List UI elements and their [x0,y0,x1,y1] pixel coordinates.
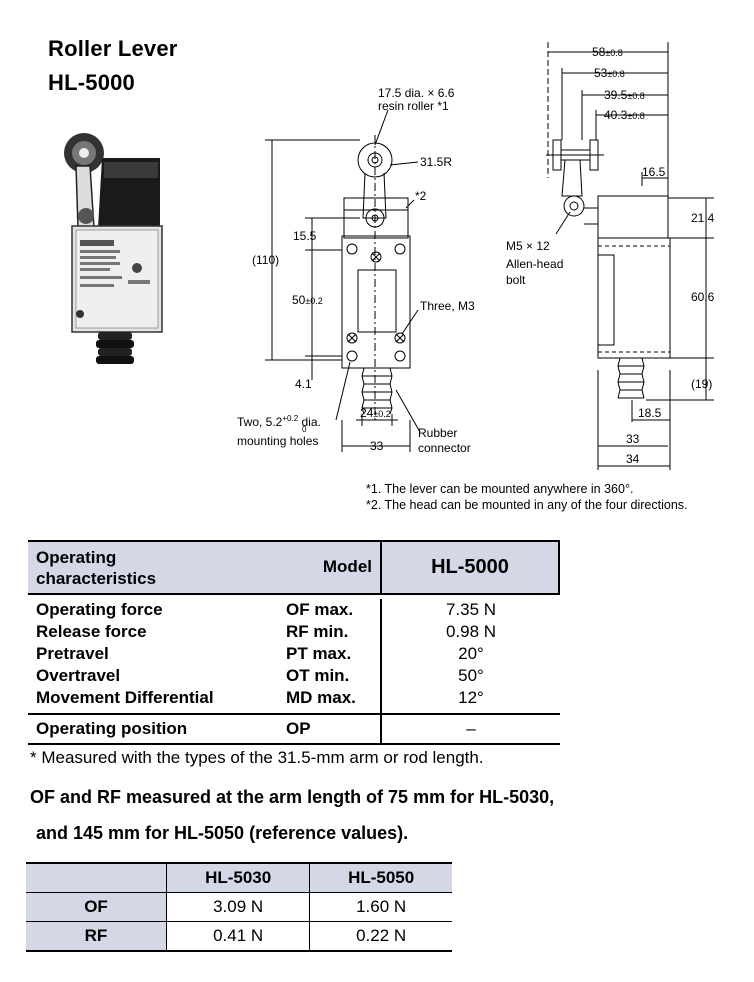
dim-16-5: 16.5 [642,165,666,179]
dim-110: (110) [252,253,279,267]
row-label: RF [26,921,167,952]
dim-50: 50±0.2 [292,293,323,307]
table-row: Pretravel PT max. 20° [36,643,484,665]
photo-rubber-connector [96,332,134,364]
header-label: Operating characteristics [36,548,157,588]
dim-40-3: 40.3±0.8 [604,108,645,122]
dim-33-side: 33 [626,432,640,446]
product-title: Roller Lever [48,36,178,61]
side-body [597,237,671,359]
dim-33-front: 33 [370,439,384,453]
table-row: Operating force OF max. 7.35 N [36,599,497,621]
footnote-1: *1. The lever can be mounted anywhere in… [366,482,634,496]
dim-19: (19) [691,377,712,391]
roller-label-1: 17.5 dia. × 6.6 [378,86,455,100]
dim-18-5: 18.5 [638,406,662,420]
holes-label: Two, 5.2+0.2 dia. [237,414,321,429]
rubber-label-2: connector [418,441,471,455]
table-header: Operating characteristics Model HL-5000 [28,542,560,595]
table-cell: 0.41 N [165,921,311,952]
dim-24: 24±0.2 [360,406,391,420]
reference-note-1: OF and RF measured at the arm length of … [30,787,555,807]
dim-39-5: 39.5±0.8 [604,88,645,102]
row-label: OF [26,892,167,922]
rubber-label-1: Rubber [418,426,457,440]
operating-characteristics-table: Operating characteristics Model HL-5000 … [28,540,560,745]
dim-53: 53±0.8 [594,66,625,80]
three-m3-label: Three, M3 [420,299,475,313]
holes-label-2: mounting holes [237,434,318,448]
side-head [597,195,669,239]
front-view-drawing: 17.5 dia. × 6.6 resin roller *1 31.5R *2… [237,86,475,455]
reference-note-2: and 145 mm for HL-5050 (reference values… [36,823,409,843]
dim-58: 58±0.8 [592,45,623,59]
model-value: HL-5000 [431,556,509,578]
product-model: HL-5000 [48,70,135,95]
roller-label-2: resin roller *1 [378,99,449,113]
table-body: Operating force OF max. 7.35 N Release f… [28,595,560,715]
side-lever [561,159,583,197]
head-note-label: *2 [415,189,427,203]
holes-sub: 0 [302,425,307,434]
dim-34: 34 [626,452,640,466]
header-cell: HL-5050 [309,862,452,893]
bolt-label-2: Allen-head [506,257,563,271]
dim-4-1: 4.1 [295,377,312,391]
model-label: Model [322,557,372,576]
side-rubber-connector [618,357,644,399]
table-cell: 1.60 N [309,892,452,922]
side-view-drawing: 58±0.8 53±0.8 39.5±0.8 40.3±0.8 16.5 21.… [506,42,715,470]
reference-values-table: HL-5030 HL-5050 OF 3.09 N 1.60 N RF 0.41… [26,862,452,952]
radius-label: 31.5R [420,155,452,169]
front-body [341,235,411,369]
product-photo [64,133,163,364]
table-row: Movement Differential MD max. 12° [28,687,560,713]
table-cell: 0.22 N [309,921,452,952]
table-row: OF 3.09 N 1.60 N [26,892,452,922]
table-header-row: HL-5030 HL-5050 [26,862,452,893]
table-row: RF 0.41 N 0.22 N [26,921,452,952]
measurement-note: * Measured with the types of the 31.5-mm… [30,748,484,767]
table-row: Overtravel OT min. 50° [36,665,484,687]
header-cell [26,862,167,893]
dim-60-6: 60.6 [691,290,715,304]
operating-position-row: Operating position OP – [28,715,560,745]
dim-21-4: 21.4 [691,211,715,225]
header-cell: HL-5030 [165,862,311,893]
dim-15-5: 15.5 [293,229,317,243]
bolt-label-3: bolt [506,273,526,287]
footnote-2: *2. The head can be mounted in any of th… [366,498,688,512]
table-row: Release force RF min. 0.98 N [36,621,497,643]
table-cell: 3.09 N [165,892,311,922]
bolt-label-1: M5 × 12 [506,239,550,253]
front-rubber-connector [362,367,392,409]
